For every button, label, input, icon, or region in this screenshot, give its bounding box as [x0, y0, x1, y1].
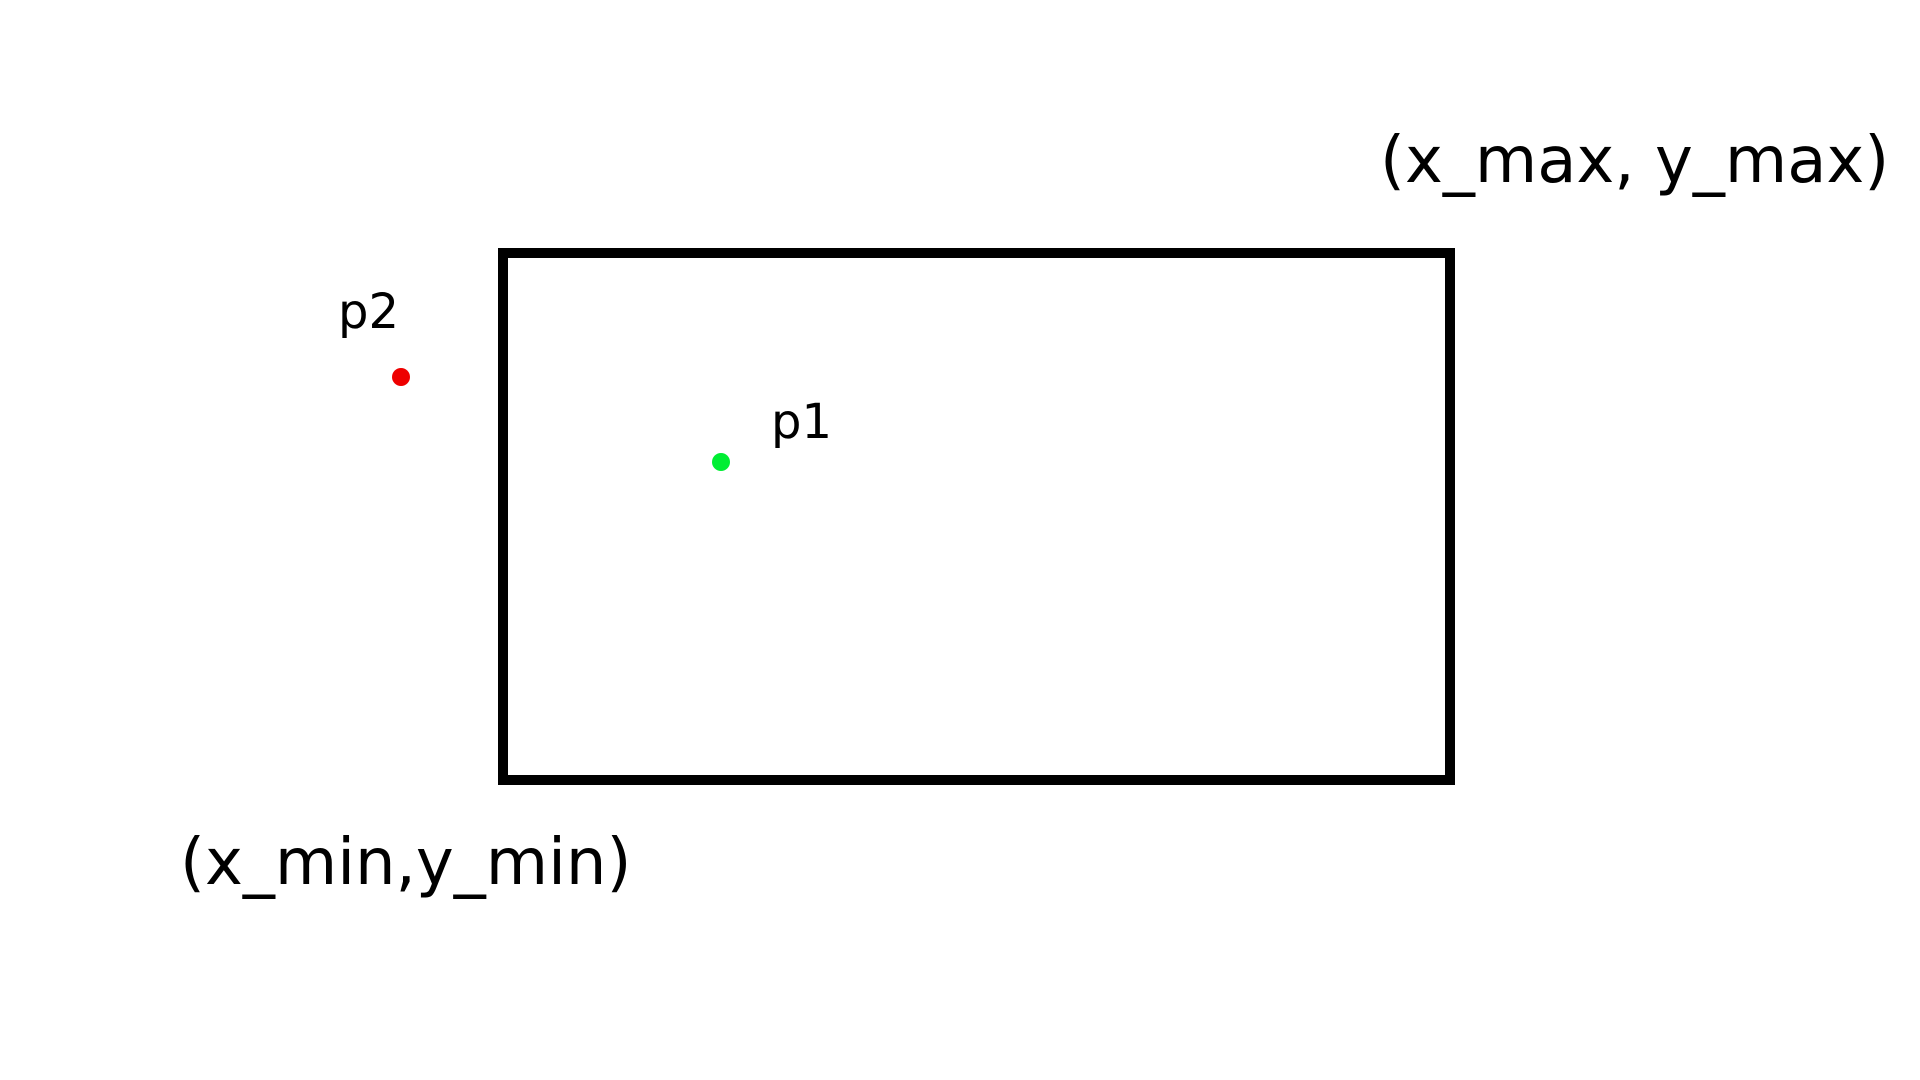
point-p2-label: p2	[338, 284, 399, 340]
corner-label-min: (x_min,y_min)	[180, 826, 631, 900]
corner-label-max: (x_max, y_max)	[1380, 124, 1889, 198]
point-p1-marker	[712, 453, 730, 471]
point-p1-label: p1	[771, 394, 832, 450]
point-p2-marker	[392, 368, 410, 386]
bounding-rectangle	[498, 248, 1455, 785]
